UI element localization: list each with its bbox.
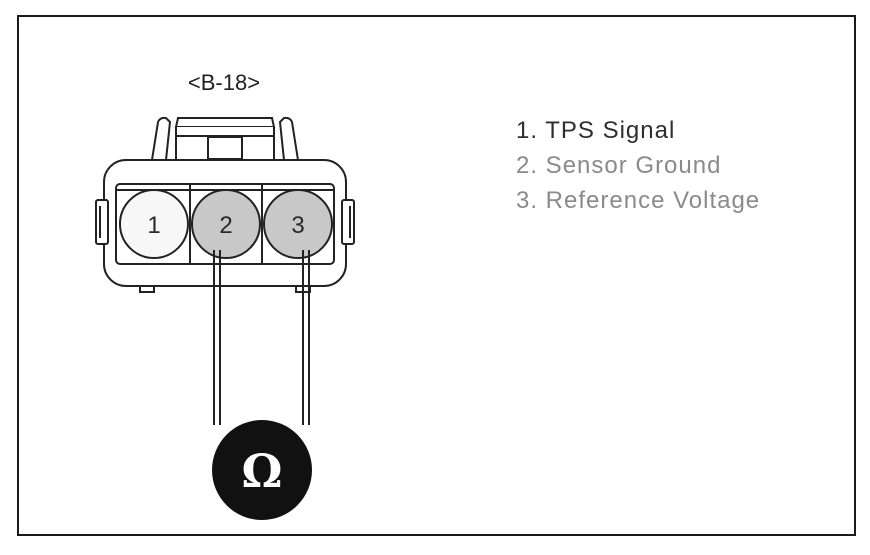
- pin-1: 1: [119, 189, 189, 259]
- pin-3: 3: [263, 189, 333, 259]
- legend-item-pin-1: 1. TPS Signal: [516, 117, 676, 144]
- pin-2-number: 2: [219, 212, 232, 239]
- connector-label: <B-18>: [188, 70, 260, 95]
- probe-wires: [213, 250, 310, 425]
- ohmmeter-circle: [212, 420, 312, 520]
- pin-legend: 1. TPS Signal 2. Sensor Ground 3. Refere…: [516, 113, 760, 218]
- ohmmeter-icon: Ω: [212, 420, 312, 520]
- legend-item-pin-2: 2. Sensor Ground: [516, 152, 722, 179]
- pin-1-circle: [119, 189, 189, 259]
- pin-3-circle: [263, 189, 333, 259]
- pin-2: 2: [191, 189, 261, 259]
- pin-1-number: 1: [147, 212, 160, 239]
- pin-3-number: 3: [291, 212, 304, 239]
- pin-2-circle: [191, 189, 261, 259]
- legend-item-pin-3: 3. Reference Voltage: [516, 187, 761, 214]
- ohm-symbol: Ω: [242, 444, 283, 498]
